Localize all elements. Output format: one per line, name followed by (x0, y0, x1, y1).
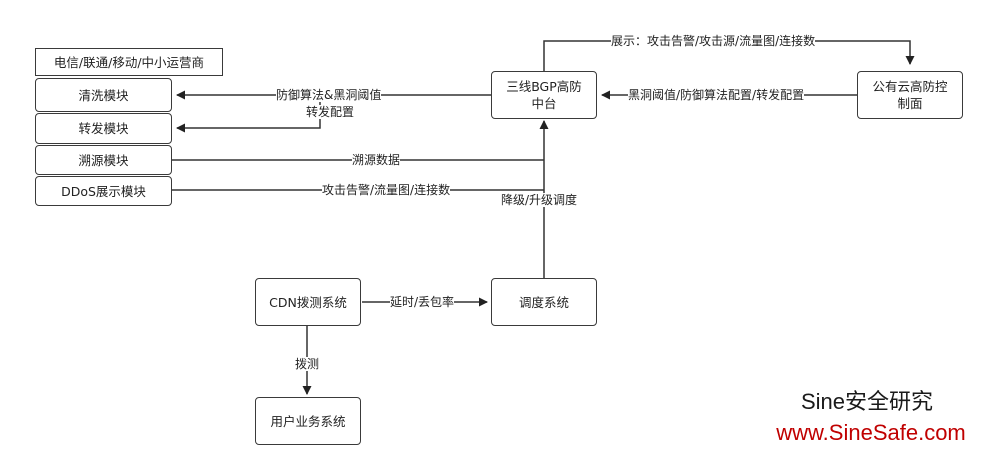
label-cloud-to-bgp: 黑洞阈值/防御算法配置/转发配置 (628, 88, 805, 102)
label-latency: 延时/丢包率 (390, 295, 455, 309)
label-to-cleaning: 防御算法&黑洞阈值 (276, 88, 382, 102)
label-to-forwarding: 转发配置 (306, 105, 355, 119)
ddos-display-module-box: DDoS展示模块 (35, 176, 172, 206)
cloud-control-plane-box: 公有云高防控 制面 (857, 71, 963, 119)
watermark-url: www.SineSafe.com (776, 420, 966, 445)
user-business-system-box: 用户业务系统 (255, 397, 361, 445)
forwarding-module-box: 转发模块 (35, 113, 172, 144)
label-display-top: 展示：攻击告警/攻击源/流量图/连接数 (611, 34, 816, 48)
cleaning-module-box: 清洗模块 (35, 78, 172, 112)
bgp-platform-line2: 中台 (531, 96, 557, 111)
label-probe: 拨测 (295, 357, 320, 371)
cloud-control-line1: 公有云高防控 (872, 79, 948, 94)
carriers-box: 电信/联通/移动/中小运营商 (35, 48, 223, 76)
bgp-platform-line1: 三线BGP高防 (506, 79, 582, 94)
tracing-module-box: 溯源模块 (35, 145, 172, 175)
cdn-probe-system-box: CDN拨测系统 (255, 278, 361, 326)
label-degrade: 降级/升级调度 (501, 193, 578, 207)
cloud-control-line2: 制面 (897, 96, 923, 111)
label-tracing-data: 溯源数据 (352, 153, 401, 167)
scheduler-system-box: 调度系统 (491, 278, 597, 326)
label-ddos-data: 攻击告警/流量图/连接数 (322, 183, 451, 197)
bgp-platform-box: 三线BGP高防 中台 (491, 71, 597, 119)
watermark-title: Sine安全研究 (800, 389, 934, 414)
